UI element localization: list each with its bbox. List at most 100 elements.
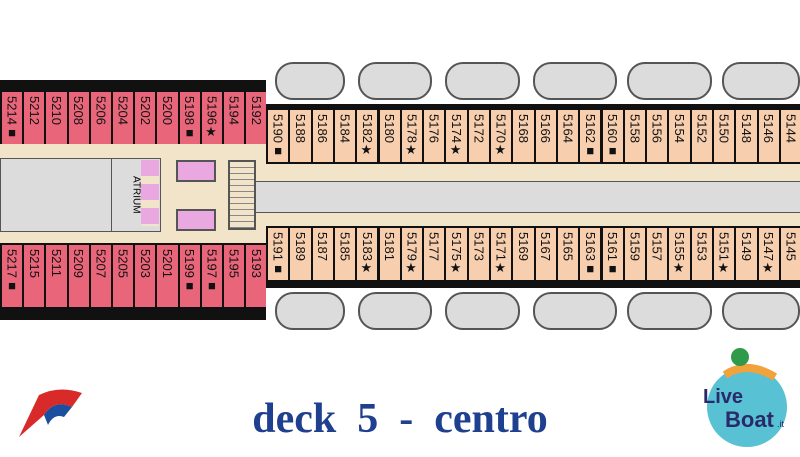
cabin[interactable]: 5164 [555, 110, 579, 162]
cabin[interactable]: 5205 [111, 245, 134, 307]
cabin[interactable]: 5208 [66, 92, 89, 144]
cabin[interactable]: 5178★ [399, 110, 423, 162]
cabin[interactable]: 5173 [466, 228, 489, 280]
cabin[interactable]: 5211 [44, 245, 67, 307]
cabin[interactable]: 5197■ [199, 245, 222, 307]
cabin[interactable]: 5170★ [489, 110, 512, 162]
cabin[interactable]: 5189 [288, 228, 311, 280]
cabin[interactable]: 5194 [222, 92, 245, 144]
cabin[interactable]: 5188 [288, 110, 311, 162]
svg-text:.it: .it [777, 419, 785, 429]
cabin-number: 5191■ [270, 232, 286, 276]
cabin-number: 5153 [694, 232, 710, 261]
cabin[interactable]: 5191■ [266, 228, 289, 280]
cabin[interactable]: 5179★ [399, 228, 423, 280]
cabin[interactable]: 5183★ [355, 228, 378, 280]
cabin[interactable]: 5204 [111, 92, 134, 144]
cabin[interactable]: 5152 [689, 110, 712, 162]
cabin-number: 5206 [93, 96, 109, 125]
cabin[interactable]: 5192 [244, 92, 267, 144]
cabin[interactable]: 5174★ [444, 110, 467, 162]
cabin-number: 5193 [248, 249, 264, 278]
cabin[interactable]: 5171★ [489, 228, 512, 280]
cabin-number: 5158 [627, 114, 643, 143]
cabin-number: 5183★ [359, 232, 375, 276]
cabin[interactable]: 5185 [332, 228, 356, 280]
cabin[interactable]: 5203 [133, 245, 156, 307]
cabin[interactable]: 5181 [377, 228, 400, 280]
atrium-label: ATRIUM [130, 176, 142, 214]
cabin[interactable]: 5154 [667, 110, 690, 162]
cabin[interactable]: 5159 [622, 228, 646, 280]
cabin[interactable]: 5186 [310, 110, 333, 162]
cabin[interactable]: 5184 [332, 110, 356, 162]
cabin[interactable]: 5153 [689, 228, 712, 280]
cabin-number: 5144 [783, 114, 799, 143]
cabin[interactable]: 5162■ [578, 110, 601, 162]
restroom-icon [176, 160, 216, 182]
cabin[interactable]: 5215 [22, 245, 45, 307]
cabin[interactable]: 5150 [712, 110, 735, 162]
cabin[interactable]: 5149 [734, 228, 757, 280]
cabin-number: 5188 [292, 114, 308, 143]
cabin-number: 5192 [248, 96, 264, 125]
cabin[interactable]: 5144 [778, 110, 800, 162]
cabin[interactable]: 5175★ [444, 228, 467, 280]
cabin-number: 5167 [538, 232, 554, 261]
cabin-number: 5202 [137, 96, 153, 125]
cabin[interactable]: 5217■ [0, 245, 23, 307]
cabin[interactable]: 5214■ [0, 92, 23, 144]
cabin-number: 5148 [738, 114, 754, 143]
cabin[interactable]: 5163■ [578, 228, 601, 280]
cabin[interactable]: 5169 [511, 228, 534, 280]
cabin[interactable]: 5157 [645, 228, 668, 280]
cabin[interactable]: 5156 [645, 110, 668, 162]
cabin[interactable]: 5177 [422, 228, 445, 280]
cabin[interactable]: 5207 [88, 245, 111, 307]
aft-void [256, 181, 800, 213]
cabin-number: 5182★ [359, 114, 375, 158]
forward-void [0, 158, 112, 232]
cabin[interactable]: 5148 [734, 110, 757, 162]
cabin[interactable]: 5212 [22, 92, 45, 144]
cabin[interactable]: 5155★ [667, 228, 690, 280]
lifeboat [627, 62, 712, 100]
cabin[interactable]: 5176 [422, 110, 445, 162]
cabin[interactable]: 5145 [778, 228, 800, 280]
cabin[interactable]: 5187 [310, 228, 333, 280]
cabin[interactable]: 5165 [555, 228, 579, 280]
lifeboat [627, 292, 712, 330]
cabin[interactable]: 5193 [244, 245, 267, 307]
cabin[interactable]: 5198■ [177, 92, 200, 144]
cabin[interactable]: 5168 [511, 110, 534, 162]
lifeboat [722, 62, 800, 100]
svg-text:Live: Live [703, 386, 743, 408]
cabin[interactable]: 5182★ [355, 110, 378, 162]
cabin[interactable]: 5201 [155, 245, 178, 307]
cabin-number: 5155★ [672, 232, 688, 276]
cabin[interactable]: 5160■ [600, 110, 623, 162]
cabin[interactable]: 5172 [466, 110, 489, 162]
cabin[interactable]: 5195 [222, 245, 245, 307]
cabin[interactable]: 5206 [88, 92, 111, 144]
cabin[interactable]: 5209 [66, 245, 89, 307]
cabin[interactable]: 5199■ [177, 245, 200, 307]
svg-text:Boat: Boat [725, 407, 775, 432]
cabin-number: 5147★ [761, 232, 777, 276]
cabin[interactable]: 5151★ [712, 228, 735, 280]
cabin[interactable]: 5180 [377, 110, 400, 162]
cabin[interactable]: 5158 [622, 110, 646, 162]
cabin-number: 5200 [159, 96, 175, 125]
cabin-number: 5195 [226, 249, 242, 278]
cabin[interactable]: 5147★ [756, 228, 779, 280]
cabin[interactable]: 5202 [133, 92, 156, 144]
cabin[interactable]: 5196★ [199, 92, 222, 144]
cabin[interactable]: 5190■ [266, 110, 289, 162]
cabin[interactable]: 5166 [533, 110, 556, 162]
cabin[interactable]: 5210 [44, 92, 67, 144]
cabin[interactable]: 5200 [155, 92, 178, 144]
cabin[interactable]: 5146 [756, 110, 779, 162]
cabin[interactable]: 5167 [533, 228, 556, 280]
lifeboat [445, 62, 520, 100]
cabin[interactable]: 5161■ [600, 228, 623, 280]
